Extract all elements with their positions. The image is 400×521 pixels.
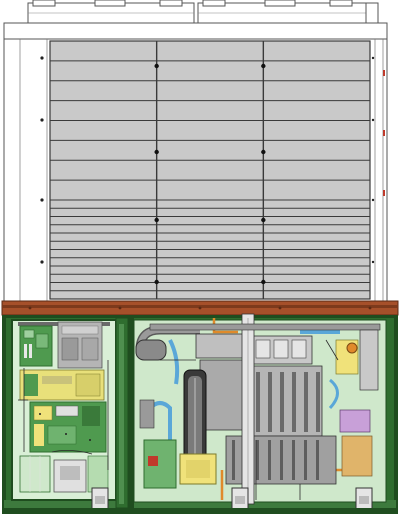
right-edge-marks: [383, 70, 385, 196]
top-fan-guards: [27, 0, 379, 24]
coil-joint-dot: [261, 217, 266, 223]
fan-guard-left: [27, 0, 195, 24]
control-box: [11, 319, 117, 501]
coil-grid-lines: [50, 41, 370, 299]
base-frame: [1, 300, 399, 316]
coil-joint-dot: [154, 149, 159, 155]
compartment-divider: [115, 317, 134, 509]
drive-pulley: [183, 369, 207, 471]
coil-joint-dot: [261, 279, 266, 285]
heat-exchanger-coil: [49, 40, 371, 300]
support-feet: [91, 487, 373, 511]
side-panel-screws: [40, 56, 375, 264]
right-components: [328, 329, 379, 477]
coil-joint-dot: [154, 279, 159, 285]
fan-guard-right: [197, 0, 367, 24]
foot-left: [91, 487, 109, 511]
coil-joint-dot: [261, 63, 266, 69]
center-support: [241, 313, 255, 505]
lower-left-components: [139, 399, 217, 489]
coil-joint-dot: [261, 149, 266, 155]
coil-joint-dot: [154, 217, 159, 223]
foot-center: [231, 487, 249, 511]
foot-right: [355, 487, 373, 511]
manifold-bar: [149, 323, 381, 331]
coil-joint-dot: [154, 63, 159, 69]
bottom-rail: [2, 508, 398, 514]
engine-bay: [133, 313, 387, 505]
coil-joint-dots: [154, 63, 266, 285]
